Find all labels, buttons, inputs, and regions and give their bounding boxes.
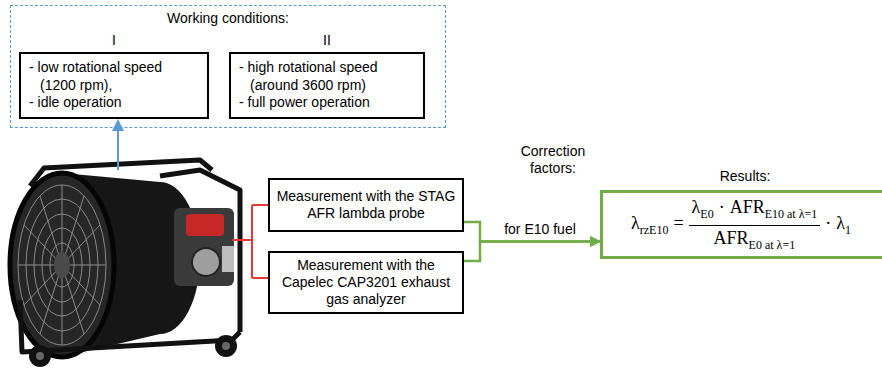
condition-group: Working conditions:I- low rotational spe… [10,5,446,128]
box-heading: I [21,32,207,50]
formula-operator: · [719,197,725,217]
wheel [29,345,51,367]
carry-handle [30,160,212,186]
grill-spoke [24,225,100,305]
fan-illustration [10,160,240,367]
fraction-numerator: λE0 ·AFRE10 at λ=1 [689,197,821,225]
fraction-denominator: AFRE0 at λ=1 [689,226,821,252]
base-frame [20,300,240,352]
wheel-hub [222,342,230,350]
formula-symbol: AFR [714,228,749,248]
wheel-hub [36,352,44,360]
measurement-wire [232,205,268,278]
formula-subscript: E0 at λ=1 [749,238,796,252]
formula-symbol: λ [836,213,845,233]
measurement-box: Measurement with the STAG AFR lambda pro… [268,178,464,232]
box-text: Measurement with the STAG AFR lambda pro… [276,188,456,222]
recoil-starter [192,248,220,276]
group-title: Working conditions: [11,6,445,26]
formula-operator: = [673,213,683,233]
box-text: Measurement with the Capelec CAP3201 exh… [276,257,456,307]
bullet-text: - idle operation [29,94,199,112]
wheel [215,335,237,357]
formula-symbol: AFR [730,197,765,217]
result-box: Results:λrzE10=λE0·AFRE10 at λ=1AFRE0 at… [600,190,882,259]
formula-symbol: λ [692,197,701,217]
connector-arrow [464,242,600,262]
formula-subscript: E0 [700,207,713,221]
formula: λrzE10=λE0·AFRE10 at λ=1AFRE0 at λ=1·λ1 [631,197,851,252]
formula-subscript: rzE10 [640,223,669,237]
edge-label: for E10 fuel [502,221,578,238]
bullet-text: - full power operation [239,94,415,112]
formula-subscript: E10 at λ=1 [765,207,818,221]
fan-front [10,173,114,357]
formula-symbol: λ [631,213,640,233]
fan-hub [54,252,70,278]
muffler [222,246,234,272]
condition-arrow [117,121,119,170]
condition-box: II- high rotational speed (around 3600 r… [229,52,425,119]
fan-grill [18,185,106,345]
annotation-text: Correction factors: [508,143,598,177]
formula-fraction: λE0·AFRE10 at λ=1AFRE0 at λ=1 [689,197,821,252]
bullet-text: - high rotational speed (around 3600 rpm… [239,59,415,94]
formula-subscript: 1 [845,223,851,237]
grill-ring [18,185,106,345]
engine-block [174,208,234,286]
grill-spoke [40,196,84,334]
condition-box: I- low rotational speed (1200 rpm),- idl… [19,52,209,119]
formula-operator: · [825,213,831,233]
box-heading: Results: [603,168,882,184]
fuel-tank [186,214,224,236]
measurement-box: Measurement with the Capelec CAP3201 exh… [268,251,464,314]
bullet-text: - low rotational speed (1200 rpm), [29,59,199,94]
box-heading: II [231,32,423,50]
